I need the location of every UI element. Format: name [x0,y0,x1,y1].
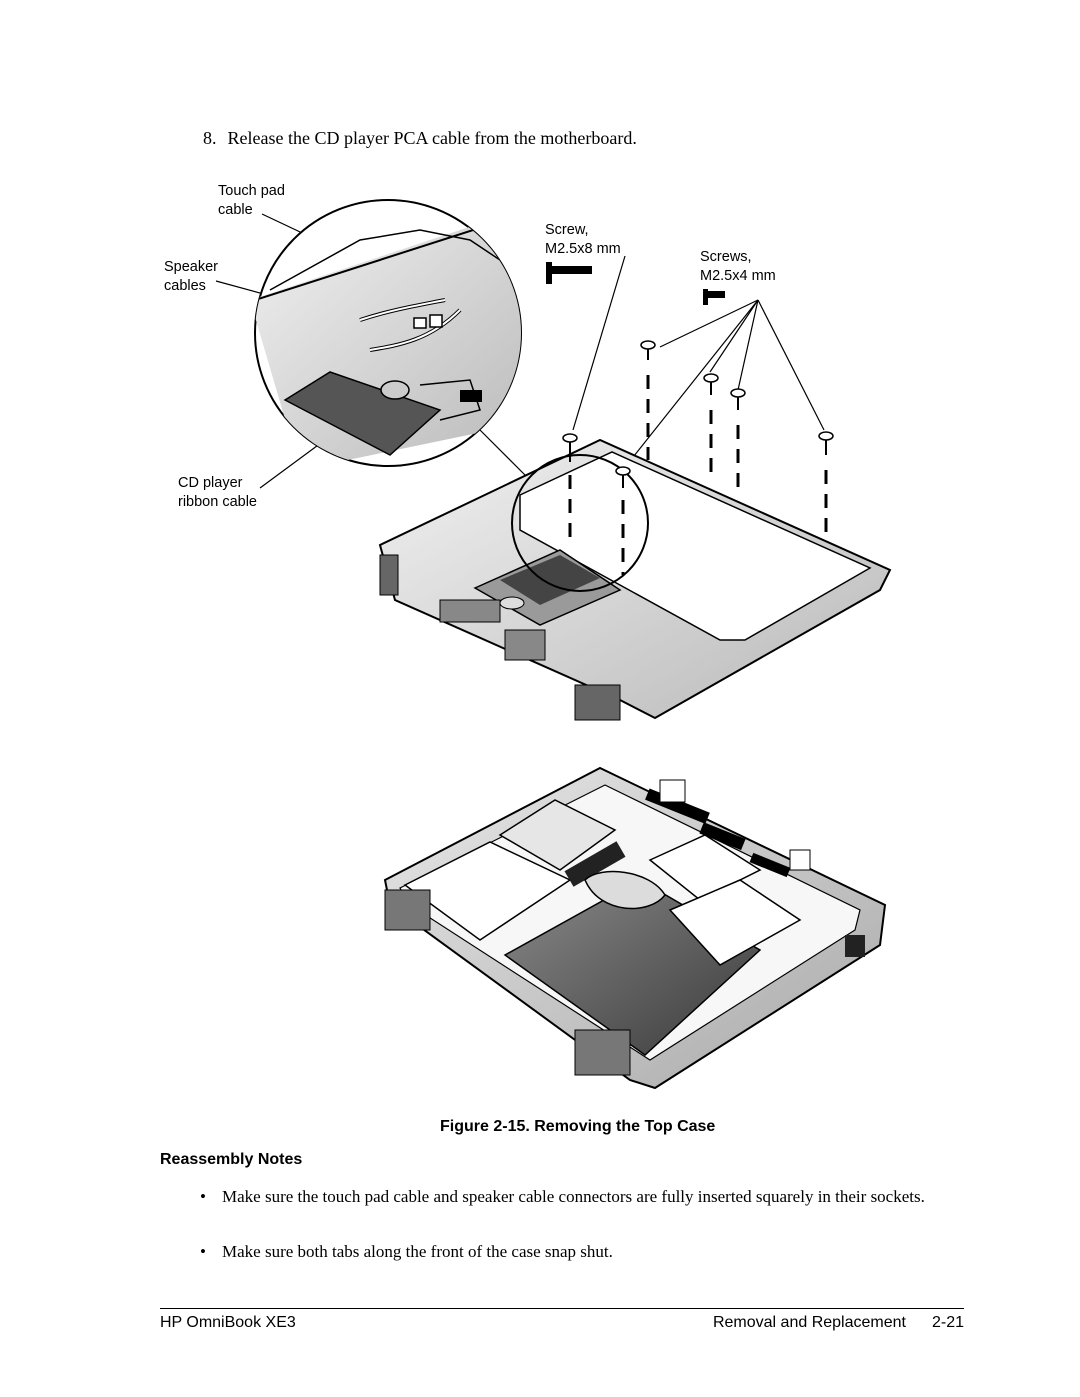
bullet-marker: • [200,1187,206,1206]
figure-caption: Figure 2-15. Removing the Top Case [440,1118,716,1135]
screw-m25x4-a [640,340,656,460]
screw-legend-icons [546,262,725,305]
bullet-marker: • [200,1242,206,1261]
bullet-text: Make sure the touch pad cable and speake… [222,1187,925,1206]
bullet-text: Make sure both tabs along the front of t… [222,1242,613,1261]
step-8-instruction: 8. Release the CD player PCA cable from … [203,128,637,149]
screw-m25x4-e [615,466,631,575]
screws [562,340,834,575]
screw-m25x4-c [730,388,746,495]
step-number: 8. [203,128,217,148]
step-text: Release the CD player PCA cable from the… [227,128,637,148]
screw-m25x4-d [818,431,834,540]
footer-divider [160,1308,964,1309]
top-case-removal-illustration [215,199,892,1090]
footer-page-number: 2-21 [931,1314,964,1331]
reassembly-notes-heading: Reassembly Notes [160,1151,303,1168]
footer-product-name: HP OmniBook XE3 [160,1314,296,1331]
footer-section-page: Removal and Replacement 2-21 [713,1314,964,1332]
label-speaker-cables: Speaker cables [164,259,219,294]
base-enclosure-drawing [383,766,887,1090]
screw-m25x4-b [703,373,719,480]
reassembly-bullet-1: • Make sure the touch pad cable and spea… [200,1186,940,1208]
top-case-drawing [378,438,892,721]
reassembly-bullet-2: • Make sure both tabs along the front of… [200,1241,940,1263]
magnified-detail-circle [254,199,522,467]
label-cd-player-ribbon-cable: CD player ribbon cable [178,475,257,510]
label-screws-m25x4: Screws, M2.5x4 mm [700,249,776,284]
screw-m25x8 [562,433,578,540]
zoom-indicator-circle [511,454,649,592]
footer-section: Removal and Replacement [712,1314,906,1331]
label-touch-pad-cable: Touch pad cable [218,183,285,218]
label-screw-m25x8: Screw, M2.5x8 mm [545,222,621,257]
